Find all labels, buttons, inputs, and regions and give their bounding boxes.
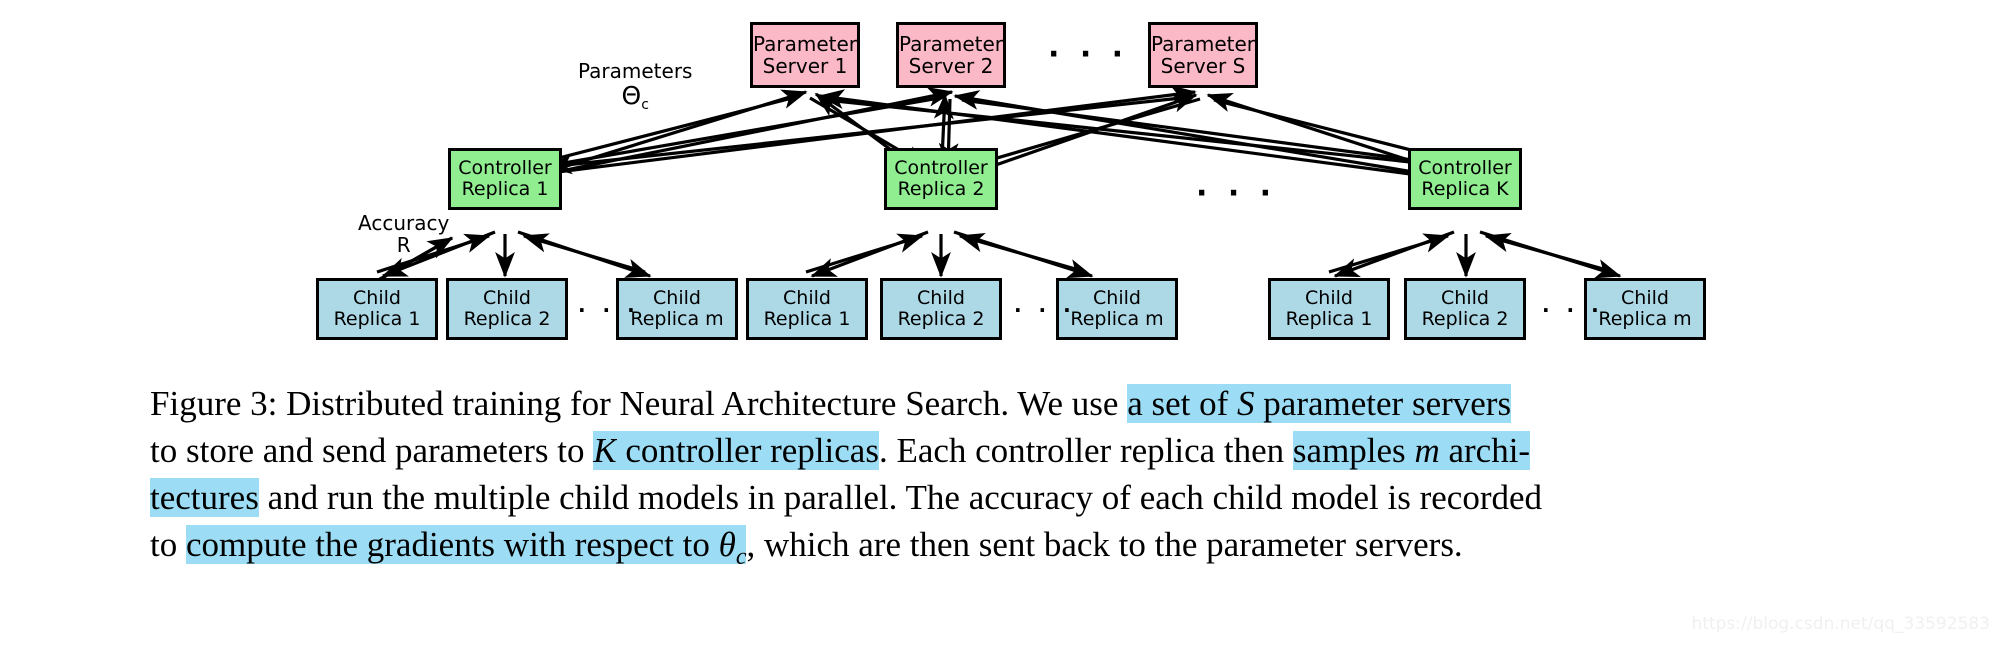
caption-line-2: to store and send parameters to K contro… (150, 427, 1850, 474)
child-replica-g3-1-line1: Child (1305, 286, 1353, 309)
child-replica-g1-2-line2: Replica 2 (463, 308, 551, 330)
theta-symbol: Θ (621, 81, 642, 110)
controller-replica-k-line2: Replica K (1421, 178, 1509, 200)
caption-segment: tectures (150, 478, 259, 517)
child-replica-g3-m[interactable]: Child Replica m (1584, 278, 1706, 340)
controller-replica-1-line1: Controller (458, 156, 552, 179)
controller-replica-2-line1: Controller (894, 156, 988, 179)
parameter-server-s-line1: Parameter (1150, 31, 1256, 56)
controller-replica-k[interactable]: Controller Replica K (1408, 148, 1522, 210)
watermark: https://blog.csdn.net/qq_33592583 (1691, 614, 1990, 634)
caption-line-3: tectures and run the multiple child mode… (150, 474, 1850, 521)
controller-replica-1[interactable]: Controller Replica 1 (448, 148, 562, 210)
caption-segment: samples (1292, 431, 1415, 470)
parameter-server-1-line1: Parameter (752, 31, 858, 56)
figure-caption: Figure 3: Distributed training for Neura… (150, 380, 1850, 570)
accuracy-label-text: Accuracy (358, 211, 450, 235)
child-replica-g3-m-line1: Child (1621, 286, 1669, 309)
caption-segment: parameter servers (1254, 384, 1512, 423)
child-replica-g2-1-line2: Replica 1 (763, 308, 851, 330)
caption-segment: archi- (1439, 431, 1531, 470)
child-ellipsis-g3: · · · (1542, 298, 1604, 322)
child-replica-g3-m-line2: Replica m (1598, 308, 1692, 330)
child-replica-g3-1-line2: Replica 1 (1285, 308, 1373, 330)
parameter-server-2-line2: Server 2 (908, 54, 994, 78)
child-replica-g3-2-line1: Child (1441, 286, 1489, 309)
child-replica-g2-2-line2: Replica 2 (897, 308, 985, 330)
caption-line-4: to compute the gradients with respect to… (150, 521, 1850, 570)
parameters-label-text: Parameters (578, 59, 693, 83)
child-replica-g2-2-line1: Child (917, 286, 965, 309)
parameter-server-2[interactable]: Parameter Server 2 (896, 22, 1006, 88)
caption-segment: , which are then sent back to the parame… (746, 525, 1463, 564)
child-replica-g2-1-line1: Child (783, 286, 831, 309)
child-replica-g1-1[interactable]: Child Replica 1 (316, 278, 438, 340)
theta-c-subscript: c (735, 544, 747, 570)
controller-replica-2-line2: Replica 2 (897, 178, 985, 200)
parameter-server-s-line2: Server S (1160, 54, 1246, 78)
caption-segment: to store and send parameters to (150, 431, 594, 470)
accuracy-edge-label: Accuracy R (358, 212, 449, 256)
caption-segment: a set of (1127, 384, 1238, 423)
caption-segment: m (1414, 431, 1440, 470)
child-replica-g2-m-line1: Child (1093, 286, 1141, 309)
child-replica-g3-1[interactable]: Child Replica 1 (1268, 278, 1390, 340)
child-replica-g3-2[interactable]: Child Replica 2 (1404, 278, 1526, 340)
child-replica-g1-1-line1: Child (353, 286, 401, 309)
controller-replica-k-line1: Controller (1418, 156, 1512, 179)
caption-segment: controller replicas (616, 431, 879, 470)
child-replica-g1-2-line1: Child (483, 286, 531, 309)
controller-ellipsis: · · · (1196, 176, 1277, 211)
child-replica-g1-1-line2: Replica 1 (333, 308, 421, 330)
caption-line-1: Figure 3: Distributed training for Neura… (150, 380, 1850, 427)
child-ellipsis-g1: · · · (578, 298, 640, 322)
child-ellipsis-g2: · · · (1014, 298, 1076, 322)
caption-segment: S (1237, 384, 1255, 423)
parameters-edge-label: Parameters Θc (578, 60, 692, 113)
child-replica-g1-m-line1: Child (653, 286, 701, 309)
architecture-diagram: Parameter Server 1 Parameter Server 2 Pa… (316, 22, 1706, 340)
parameter-server-ellipsis: · · · (1048, 37, 1129, 72)
caption-segment: . Each controller replica then (878, 431, 1293, 470)
child-replica-g2-m[interactable]: Child Replica m (1056, 278, 1178, 340)
parameter-server-2-line1: Parameter (898, 31, 1004, 56)
caption-segment: K (593, 431, 617, 470)
child-replica-g1-m-line2: Replica m (630, 308, 724, 330)
caption-segment: compute the gradients with respect to (185, 525, 719, 564)
controller-replica-1-line2: Replica 1 (461, 178, 549, 200)
parameter-server-1-line2: Server 1 (762, 54, 848, 78)
caption-segment: θc (718, 525, 747, 570)
parameter-server-s[interactable]: Parameter Server S (1148, 22, 1258, 88)
child-replica-g2-2[interactable]: Child Replica 2 (880, 278, 1002, 340)
caption-segment: to (150, 525, 186, 564)
caption-segment: Figure 3: Distributed training for Neura… (150, 384, 1128, 423)
child-replica-g1-2[interactable]: Child Replica 2 (446, 278, 568, 340)
child-replica-g1-m[interactable]: Child Replica m (616, 278, 738, 340)
caption-segment: and run the multiple child models in par… (258, 478, 1543, 517)
parameter-server-1[interactable]: Parameter Server 1 (750, 22, 860, 88)
child-replica-g2-m-line2: Replica m (1070, 308, 1164, 330)
accuracy-label-symbol: R (396, 233, 411, 257)
child-replica-g2-1[interactable]: Child Replica 1 (746, 278, 868, 340)
child-replica-g3-2-line2: Replica 2 (1421, 308, 1509, 330)
controller-replica-2[interactable]: Controller Replica 2 (884, 148, 998, 210)
theta-subscript: c (641, 97, 649, 113)
